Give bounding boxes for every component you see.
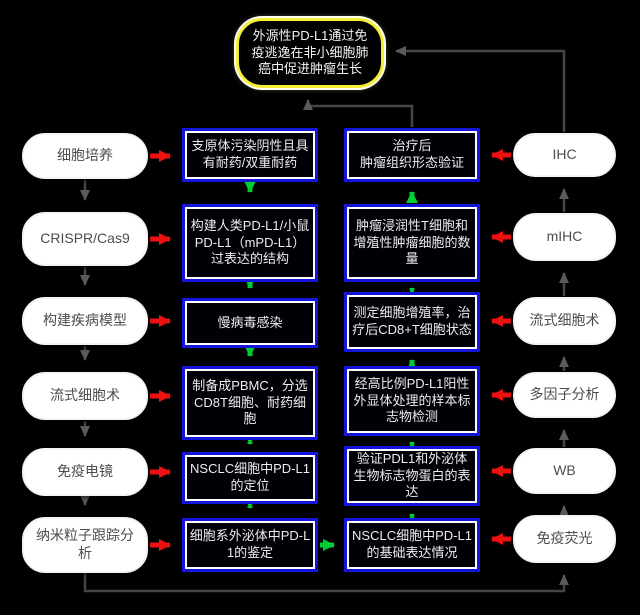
connector-bottom-loop xyxy=(83,573,569,593)
node-flow-cytometry-left: 流式细胞术 xyxy=(22,372,148,420)
node-nanoparticle-tracking: 纳米粒子跟踪分析 xyxy=(22,517,148,573)
node-til-proliferating-cells-count: 肿瘤浸润性T细胞和增殖性肿瘤细胞的数量 xyxy=(344,204,480,282)
node-mihc: mIHC xyxy=(513,213,616,261)
node-proliferation-cd8t-status: 测定细胞增殖率，治疗后CD8+T细胞状态 xyxy=(344,292,480,352)
node-lentivirus-infection: 慢病毒感染 xyxy=(182,298,318,348)
node-pdl1-localization: NSCLC细胞中PD-L1的定位 xyxy=(182,452,318,504)
node-multifactor-analysis: 多因子分析 xyxy=(513,372,616,418)
node-cell-culture: 细胞培养 xyxy=(22,133,148,179)
node-mycoplasma-negative: 支原体污染阴性且具有耐药/双重耐药 xyxy=(182,128,318,182)
node-tumor-morphology-validation: 治疗后 肿瘤组织形态验证 xyxy=(344,128,480,182)
node-crispr-cas9: CRISPR/Cas9 xyxy=(22,212,148,266)
red-arrows-right-to-validation xyxy=(491,149,511,545)
node-pdl1-overexpression-construct: 构建人类PD-L1/小鼠PD-L1（mPD-L1）过表达的结构 xyxy=(182,204,318,282)
node-immunofluorescence: 免疫荧光 xyxy=(513,515,616,563)
gray-elbow-connectors xyxy=(83,46,569,593)
node-pdl1-exosome-protein-validation: 验证PDL1和外泌体生物标志物蛋白的表达 xyxy=(344,446,480,506)
node-ihc: IHC xyxy=(513,133,616,177)
connector-validation-to-title xyxy=(303,99,414,127)
connector-ihc-to-title xyxy=(395,46,566,132)
node-pbmc-cd8t-sorting: 制备成PBMC，分选CD8T细胞、耐药细胞 xyxy=(182,366,318,440)
node-pdl1-baseline-expression: NSCLC细胞中PD-L1的基础表达情况 xyxy=(344,518,480,572)
node-immuno-electron-microscopy: 免疫电镜 xyxy=(22,448,148,496)
red-arrows-left-to-process xyxy=(150,150,171,551)
node-disease-model: 构建疾病模型 xyxy=(22,297,148,345)
node-flow-cytometry-right: 流式细胞术 xyxy=(513,297,616,345)
node-exosome-pdl1-identification: 细胞系外泌体中PD-L1的鉴定 xyxy=(182,518,318,572)
node-western-blot: WB xyxy=(513,448,616,494)
node-exosome-treated-marker-detection: 经高比例PD-L1阳性外显体处理的样本标志物检测 xyxy=(344,366,480,436)
conclusion-title-box: 外源性PD-L1通过免疫逃逸在非小细胞肺癌中促进肿瘤生长 xyxy=(236,18,384,88)
